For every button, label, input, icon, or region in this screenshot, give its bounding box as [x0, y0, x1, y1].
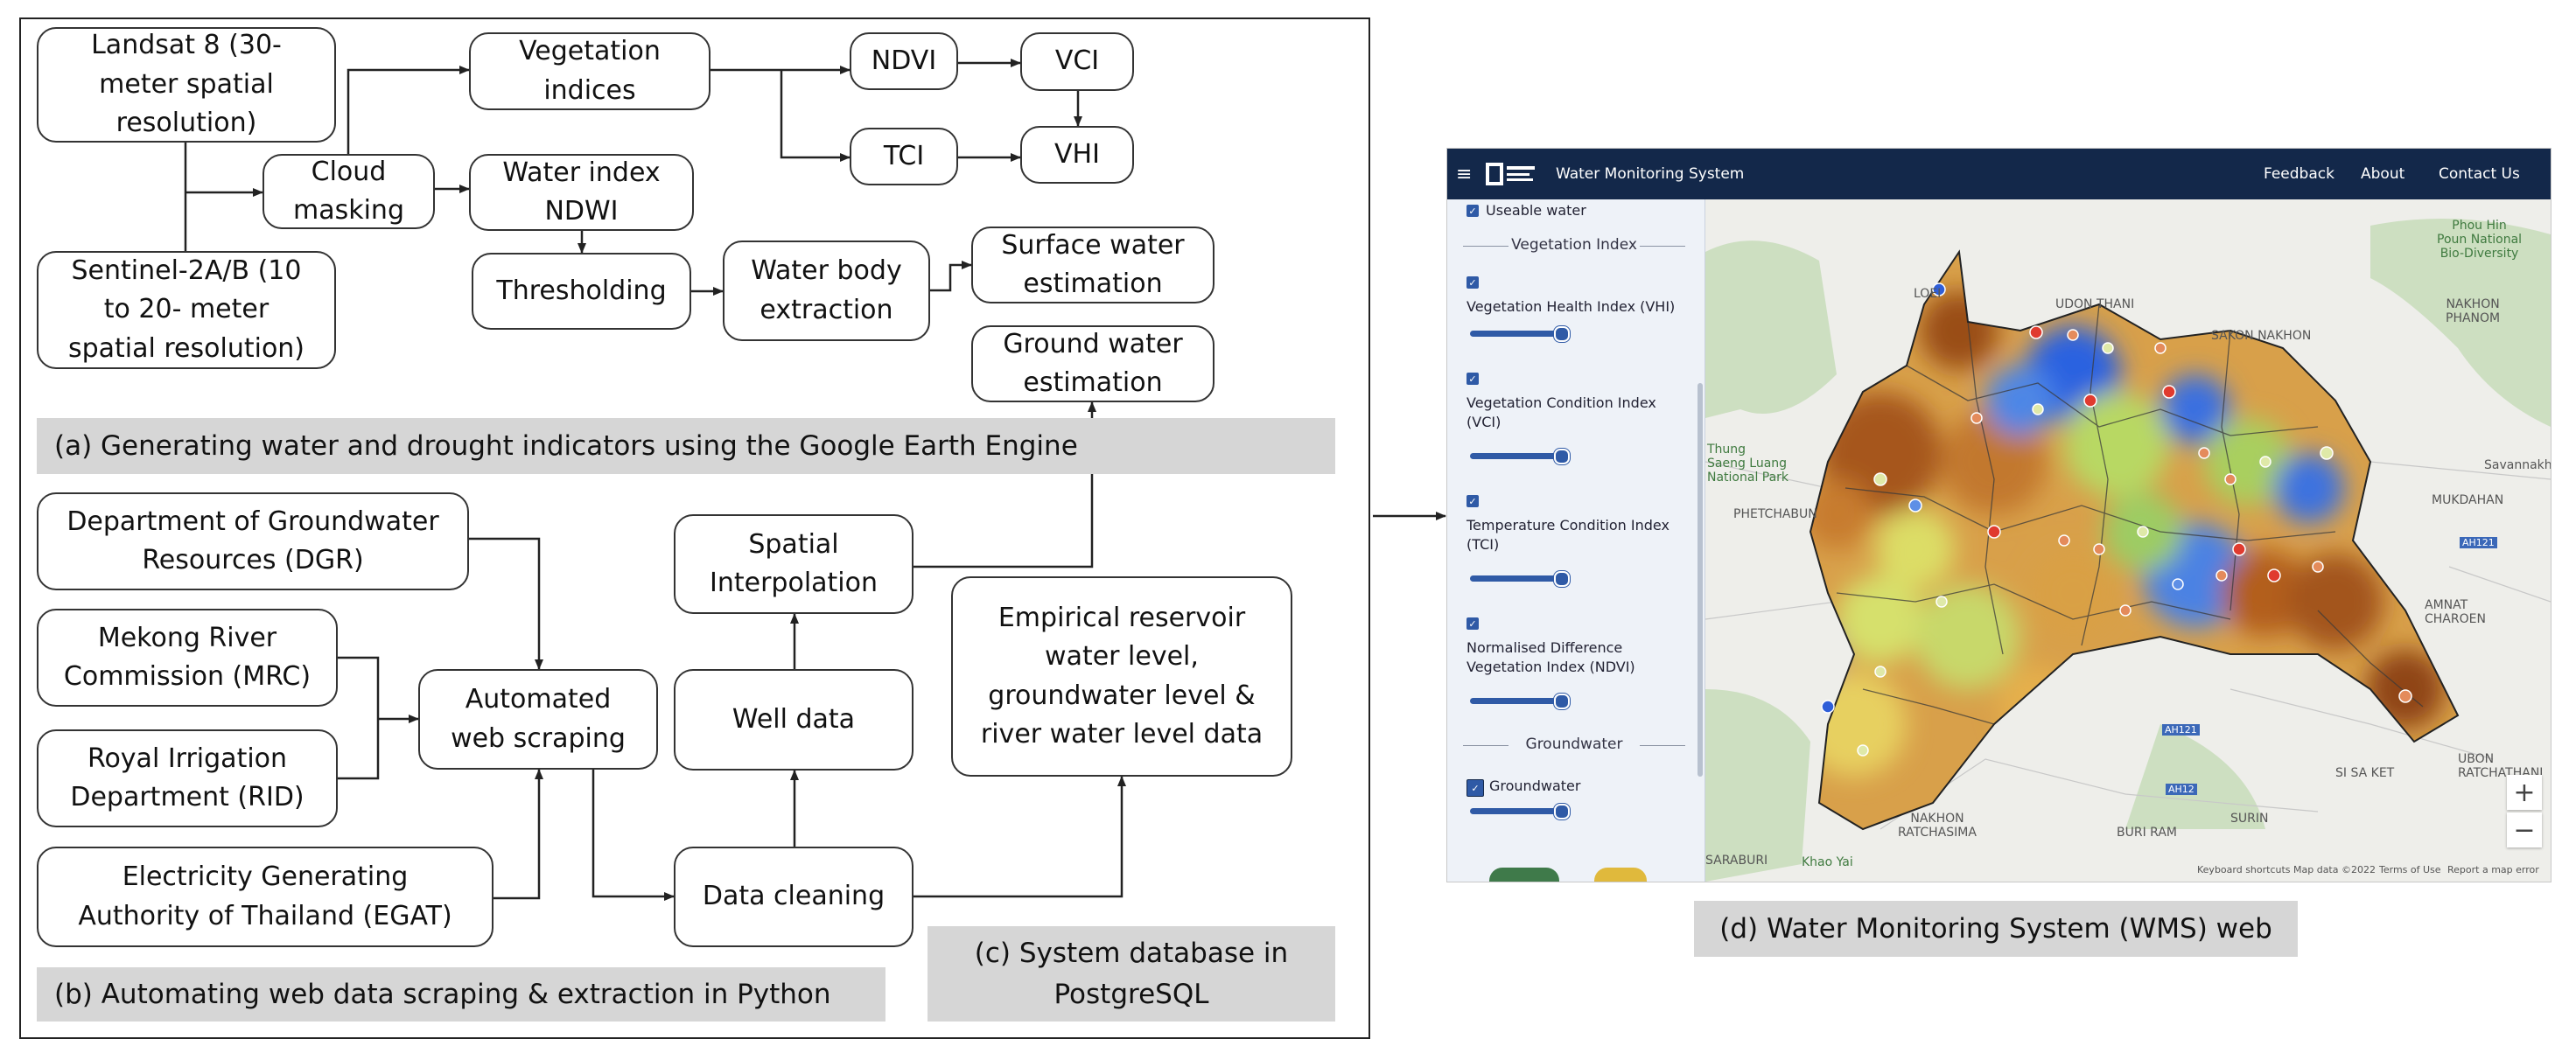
- node-data-cleaning: Data cleaning: [674, 847, 914, 947]
- slider-groundwater-handle[interactable]: [1554, 804, 1570, 819]
- node-well-data: Well data: [674, 669, 914, 771]
- checkbox-tci[interactable]: ✓: [1466, 495, 1479, 507]
- node-vhi: VHI: [1020, 126, 1134, 184]
- map-footer-data: Map data ©2022: [2293, 864, 2376, 875]
- section-vegetation-index: Vegetation Index: [1456, 236, 1692, 254]
- map-label-udon-thani: UDON THANI: [2055, 297, 2135, 311]
- map-label-buri-ram: BURI RAM: [2117, 826, 2177, 840]
- sidebar-button-yellow[interactable]: [1594, 868, 1647, 882]
- layer-tci: Temperature Condition Index (TCI): [1466, 517, 1670, 553]
- menu-icon[interactable]: ≡: [1456, 163, 1473, 185]
- nav-about[interactable]: About: [2361, 165, 2405, 183]
- map-road-ah121-east: AH121: [2460, 537, 2497, 548]
- map-label-phou-hin: Phou Hin Poun National Bio-Diversity: [2437, 219, 2523, 261]
- node-sentinel: Sentinel-2A/B (10 to 20- meter spatial r…: [37, 251, 336, 369]
- node-landsat: Landsat 8 (30- meter spatial resolution): [37, 27, 336, 143]
- map-label-khao-yai: Khao Yai: [1802, 855, 1853, 869]
- map-canvas[interactable]: [1704, 199, 2551, 882]
- sidebar-scrollbar[interactable]: [1698, 383, 1703, 777]
- layer-groundwater: Groundwater: [1489, 778, 1581, 794]
- node-vci: VCI: [1020, 32, 1134, 91]
- node-egat: Electricity Generating Authority of Thai…: [37, 847, 494, 947]
- node-mrc: Mekong River Commission (MRC): [37, 609, 338, 707]
- zoom-in-button[interactable]: +: [2507, 775, 2542, 810]
- line-mrc: [338, 656, 380, 780]
- drought-map[interactable]: LOEI UDON THANI SAKON NAKHON NAKHON PHAN…: [1704, 199, 2551, 882]
- arrow-veg-tci: [780, 70, 850, 162]
- node-water-body-extraction: Water body extraction: [723, 241, 930, 341]
- node-cloud-masking: Cloud masking: [262, 154, 435, 229]
- wms-web-screenshot: ≡ Water Monitoring System Feedback About…: [1447, 149, 2551, 882]
- node-water-index: Water index NDWI: [469, 154, 694, 231]
- map-footer-terms[interactable]: Terms of Use: [2379, 864, 2441, 875]
- map-label-sakon-nakhon: SAKON NAKHON: [2211, 329, 2312, 343]
- arrow-cloud-veg: [346, 66, 470, 154]
- layer-vhi: Vegetation Health Index (VHI): [1466, 298, 1676, 315]
- nav-feedback[interactable]: Feedback: [2264, 165, 2334, 183]
- layer-vci: Vegetation Condition Index (VCI): [1466, 394, 1656, 430]
- section-groundwater: Groundwater: [1456, 736, 1692, 753]
- node-spatial-interpolation: Spatial Interpolation: [674, 514, 914, 614]
- app-title: Water Monitoring System: [1556, 165, 1745, 183]
- arrow-egat-scraping: [494, 769, 543, 900]
- layer-sidebar: ✓ Useable water Vegetation Index ✓ Veget…: [1447, 199, 1705, 882]
- label-d: (d) Water Monitoring System (WMS) web: [1694, 901, 2298, 957]
- checkbox-vhi[interactable]: ✓: [1466, 276, 1479, 289]
- slider-tci[interactable]: [1470, 575, 1564, 582]
- label-b: (b) Automating web data scraping & extra…: [37, 967, 886, 1022]
- map-road-ah12: AH12: [2166, 784, 2197, 795]
- zoom-out-button[interactable]: −: [2507, 812, 2542, 847]
- map-label-nakhon-ratchasima: NAKHON RATCHASIMA: [1898, 812, 1977, 840]
- slider-groundwater[interactable]: [1470, 808, 1564, 814]
- top-nav-bar: ≡ Water Monitoring System Feedback About…: [1447, 149, 2551, 199]
- sei-logo: [1486, 149, 1536, 199]
- nav-contact[interactable]: Contact Us: [2439, 165, 2520, 183]
- map-label-saraburi: SARABURI: [1705, 854, 1768, 868]
- node-ground-water: Ground water estimation: [971, 325, 1214, 402]
- layer-useable-water: Useable water: [1486, 202, 1586, 219]
- arrow-dgr-scraping: [469, 537, 543, 670]
- arrow-cleaning-empirical: [914, 776, 1126, 898]
- arrow-scraping-cleaning: [592, 770, 675, 901]
- checkbox-useable-water[interactable]: ✓: [1466, 205, 1479, 217]
- sidebar-button-green[interactable]: [1489, 868, 1559, 882]
- node-empirical-data: Empirical reservoir water level, groundw…: [951, 576, 1292, 777]
- node-vegetation-indices: Vegetation indices: [469, 32, 710, 110]
- node-thresholding: Thresholding: [472, 253, 691, 330]
- map-road-ah121-south: AH121: [2162, 724, 2200, 736]
- checkbox-groundwater[interactable]: ✓: [1466, 779, 1484, 797]
- slider-ndvi[interactable]: [1470, 698, 1564, 704]
- map-label-savannakhet: Savannakhet: [2484, 458, 2551, 472]
- map-label-amnat-charoen: AMNAT CHAROEN: [2425, 598, 2486, 626]
- node-surface-water: Surface water estimation: [971, 227, 1214, 303]
- map-footer-report[interactable]: Report a map error: [2447, 864, 2539, 875]
- node-rid: Royal Irrigation Department (RID): [37, 729, 338, 827]
- map-label-surin: SURIN: [2230, 812, 2269, 826]
- arrow-waterbody-surface: [930, 261, 972, 292]
- node-dgr: Department of Groundwater Resources (DGR…: [37, 492, 469, 590]
- node-ndvi: NDVI: [850, 32, 958, 90]
- map-footer-shortcuts[interactable]: Keyboard shortcuts: [2197, 864, 2291, 875]
- map-label-mukdahan: MUKDAHAN: [2432, 493, 2504, 507]
- map-label-nakhon-phanom: NAKHON PHANOM: [2446, 297, 2501, 325]
- map-label-phetchabun: PHETCHABUN: [1733, 507, 1817, 521]
- layer-ndvi: Normalised Difference Vegetation Index (…: [1466, 639, 1635, 675]
- slider-vci[interactable]: [1470, 453, 1564, 459]
- slider-vhi-handle[interactable]: [1554, 326, 1570, 342]
- diagram-frame: [19, 17, 1370, 1039]
- slider-tci-handle[interactable]: [1554, 571, 1570, 587]
- node-tci: TCI: [850, 128, 958, 185]
- map-label-thung-saeng-luang: Thung Saeng Luang National Park: [1707, 443, 1789, 485]
- checkbox-ndvi[interactable]: ✓: [1466, 617, 1479, 630]
- map-label-si-sa-ket: SI SA KET: [2335, 766, 2395, 780]
- label-c: (c) System database in PostgreSQL: [928, 926, 1335, 1022]
- slider-ndvi-handle[interactable]: [1554, 694, 1570, 709]
- node-automated-scraping: Automated web scraping: [418, 669, 658, 770]
- checkbox-vci[interactable]: ✓: [1466, 373, 1479, 385]
- map-label-loei: LOEI: [1914, 287, 1942, 301]
- slider-vhi[interactable]: [1470, 331, 1564, 337]
- slider-vci-handle[interactable]: [1554, 449, 1570, 464]
- label-a: (a) Generating water and drought indicat…: [37, 418, 1335, 474]
